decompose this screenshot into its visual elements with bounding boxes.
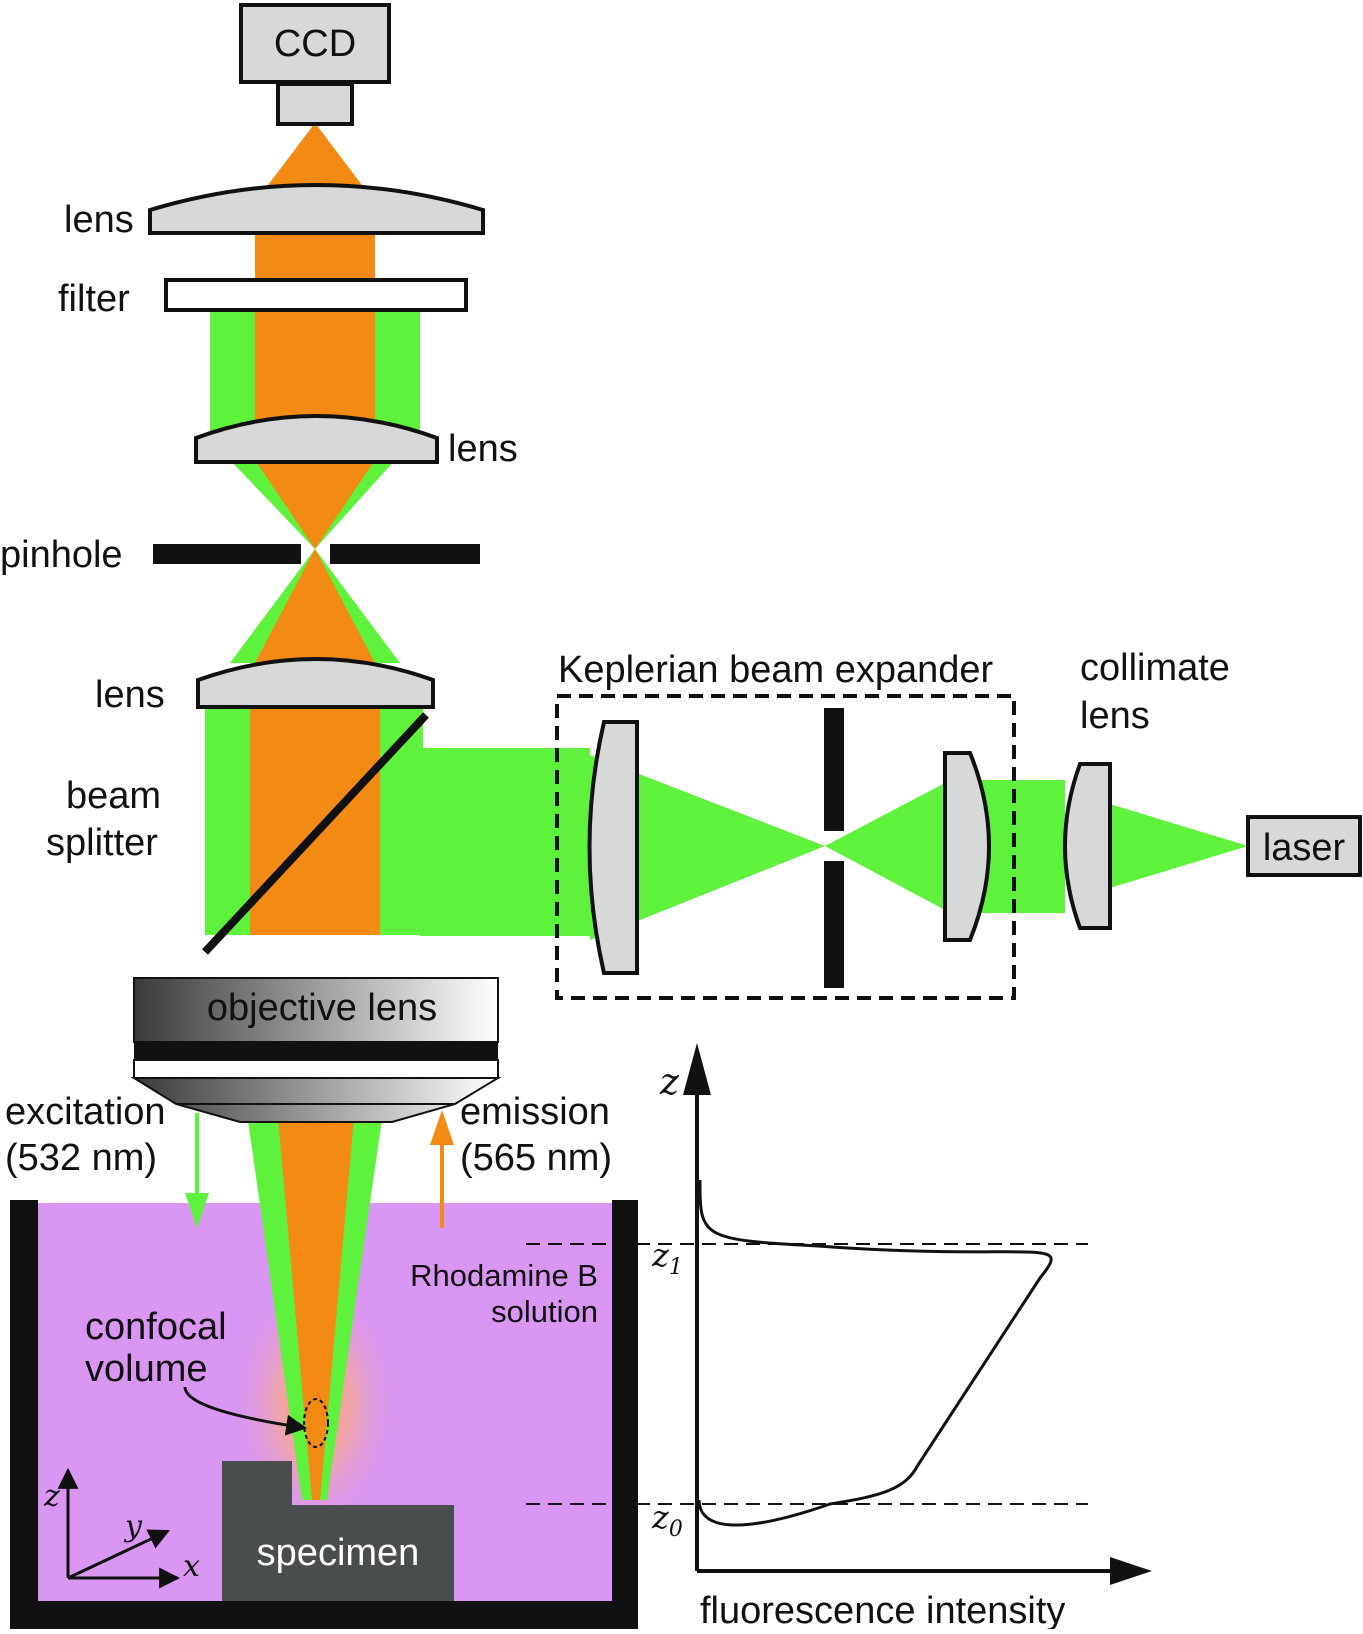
green-beam-expander-left bbox=[590, 755, 825, 940]
emission-label-1: emission bbox=[460, 1091, 610, 1133]
keplerian-label: Keplerian beam expander bbox=[558, 649, 994, 691]
orange-beam-converge bbox=[255, 460, 375, 549]
axis-x-label: x bbox=[183, 1549, 200, 1584]
confocal-label-1: confocal bbox=[85, 1306, 227, 1348]
objective-body bbox=[133, 977, 499, 1043]
pinhole-right bbox=[330, 544, 480, 564]
confocal-pointer bbox=[183, 1386, 308, 1436]
axis-z-label: z bbox=[43, 1479, 60, 1514]
z1-label: z1 bbox=[651, 1236, 683, 1280]
collimate-lens bbox=[1063, 762, 1112, 930]
objective-label: objective lens bbox=[207, 987, 437, 1029]
axis-y-arrow bbox=[67, 1529, 170, 1580]
excitation-label-2: (532 nm) bbox=[5, 1137, 157, 1179]
orange-beam-focus bbox=[272, 1050, 360, 1500]
specimen-block bbox=[222, 1461, 454, 1601]
orange-beam-main bbox=[250, 690, 380, 935]
plot-x-arrowhead bbox=[1110, 1557, 1152, 1585]
pinhole-left bbox=[153, 544, 301, 564]
excitation-label-1: excitation bbox=[5, 1091, 166, 1133]
orange-beam-diverge bbox=[255, 549, 375, 663]
lens-mid bbox=[194, 414, 439, 464]
ccd-label: CCD bbox=[274, 23, 356, 65]
lens-low-label: lens bbox=[95, 674, 165, 716]
lens-low bbox=[196, 657, 435, 709]
expander-lens-2 bbox=[943, 751, 991, 942]
plot-x-label: fluorescence intensity bbox=[700, 1590, 1065, 1629]
collimate-label-1: collimate bbox=[1080, 647, 1230, 689]
confocal-label-2: volume bbox=[85, 1348, 208, 1390]
filter bbox=[164, 278, 468, 312]
expander-aperture-top bbox=[824, 708, 844, 831]
ccd-mount bbox=[276, 82, 354, 126]
green-beam-horizontal bbox=[420, 748, 590, 936]
lens-top bbox=[148, 183, 485, 235]
rhodamine-label-2: solution bbox=[491, 1294, 598, 1329]
objective-band bbox=[134, 1042, 498, 1060]
axis-y-label: y bbox=[123, 1509, 143, 1544]
green-beam-expander-right bbox=[825, 783, 945, 910]
beam-splitter-label-1: beam bbox=[66, 775, 161, 817]
lens-mid-label: lens bbox=[448, 428, 518, 470]
specimen-label: specimen bbox=[257, 1532, 420, 1574]
filter-label: filter bbox=[58, 278, 130, 320]
ccd-body bbox=[239, 3, 391, 84]
plot-y-label: z bbox=[659, 1062, 680, 1103]
orange-beam-to-ccd bbox=[265, 123, 365, 189]
orange-beam-upper bbox=[255, 205, 375, 435]
excitation-arrow-head bbox=[185, 1193, 209, 1228]
emission-arrow-head bbox=[430, 1110, 454, 1145]
collimate-label-2: lens bbox=[1080, 695, 1150, 737]
objective-ring bbox=[133, 1059, 499, 1079]
lens-top-label: lens bbox=[64, 199, 134, 241]
confocal-volume bbox=[303, 1398, 329, 1448]
beam-splitter bbox=[202, 712, 429, 955]
laser-label: laser bbox=[1263, 827, 1346, 869]
green-beam-from-laser bbox=[1080, 795, 1248, 897]
laser-body bbox=[1246, 815, 1362, 877]
beam-splitter-label-2: splitter bbox=[46, 822, 158, 864]
plot-y-arrowhead bbox=[683, 1043, 711, 1095]
rhodamine-label-1: Rhodamine B bbox=[410, 1258, 598, 1293]
expander-aperture-bottom bbox=[824, 861, 844, 988]
pinhole-label: pinhole bbox=[0, 534, 123, 576]
expander-lens-1 bbox=[587, 720, 639, 975]
z0-label: z0 bbox=[651, 1498, 683, 1542]
fluorescence-curve bbox=[697, 1179, 1053, 1527]
keplerian-box bbox=[555, 694, 1016, 1000]
emission-label-2: (565 nm) bbox=[460, 1137, 612, 1179]
